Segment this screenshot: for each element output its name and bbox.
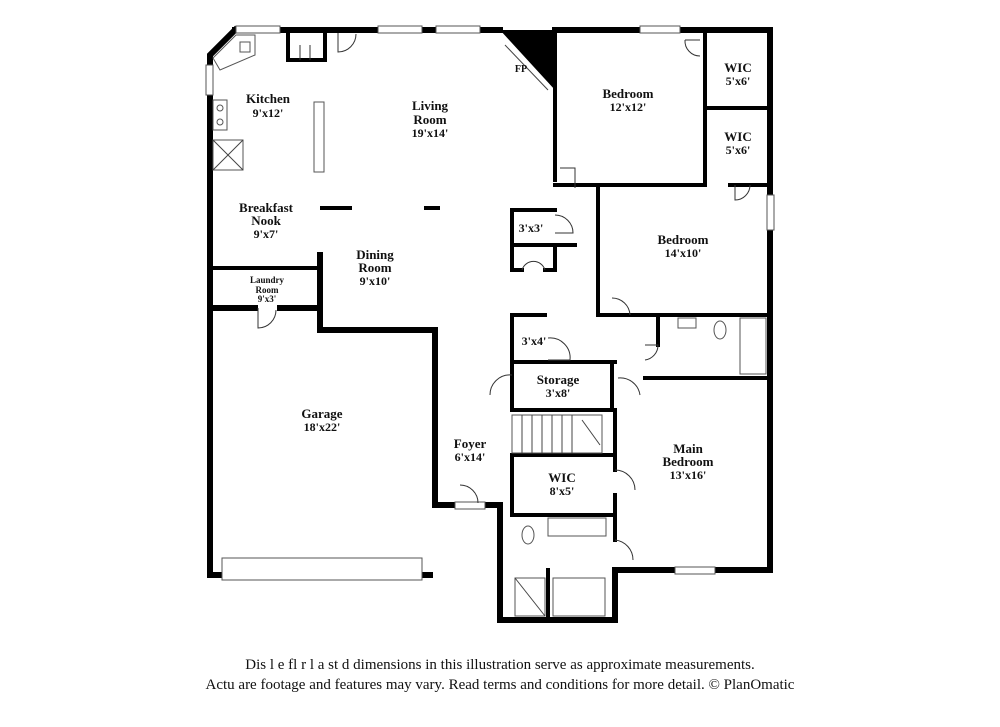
dining-name-1: Dining [356, 247, 394, 262]
foyer-name: Foyer [454, 436, 487, 451]
nook-name-1: Breakfast [239, 200, 294, 215]
closet33-dims: 3'x3' [519, 221, 544, 235]
bath-fixtures [514, 317, 767, 617]
closet34-dims: 3'x4' [522, 334, 547, 348]
room-labels: Kitchen 9'x12' Living Room 19'x14' FP Be… [239, 60, 752, 498]
main-bedroom-dims: 13'x16' [670, 468, 707, 482]
floor-plan: Kitchen 9'x12' Living Room 19'x14' FP Be… [205, 25, 775, 623]
disclaimer-line-2: Actu are footage and features may vary. … [205, 677, 795, 693]
windows [205, 25, 775, 575]
wic1-dims: 5'x6' [726, 74, 751, 88]
wic1-name: WIC [724, 60, 751, 75]
wic2-name: WIC [724, 129, 751, 144]
wic2-dims: 5'x6' [726, 143, 751, 157]
garage-walls [207, 266, 423, 581]
kitchen-dims: 9'x12' [253, 106, 284, 120]
stairs [511, 414, 603, 454]
laundry-name-1: Laundry [250, 275, 285, 285]
fireplace-wedge [500, 30, 555, 90]
doors [257, 33, 751, 561]
living-name-1: Living [412, 98, 449, 113]
kitchen-fixtures [212, 34, 325, 173]
storage-name: Storage [537, 372, 580, 387]
nook-dims: 9'x7' [254, 227, 279, 241]
bedroom1-name: Bedroom [602, 86, 653, 101]
bedroom2-name: Bedroom [657, 232, 708, 247]
dining-dims: 9'x10' [360, 274, 391, 288]
dining-name-2: Room [358, 260, 391, 275]
living-dims: 19'x14' [412, 126, 449, 140]
disclaimer: Dis l e fl r l a st d dimensions in this… [0, 655, 1000, 695]
kitchen-name: Kitchen [246, 91, 291, 106]
wic3-name: WIC [548, 470, 575, 485]
disclaimer-line-1: Dis l e fl r l a st d dimensions in this… [245, 657, 755, 673]
bedroom2-dims: 14'x10' [665, 246, 702, 260]
fp-label: FP [515, 64, 527, 75]
storage-dims: 3'x8' [546, 386, 571, 400]
bedroom1-dims: 12'x12' [610, 100, 647, 114]
foyer-dims: 6'x14' [455, 450, 486, 464]
main-bedroom-name-1: Main [673, 441, 703, 456]
nook-name-2: Nook [251, 213, 281, 228]
main-bedroom-name-2: Bedroom [662, 454, 713, 469]
laundry-dims: 9'x3' [258, 294, 277, 304]
garage-name: Garage [301, 406, 342, 421]
wic3-dims: 8'x5' [550, 484, 575, 498]
living-name-2: Room [413, 112, 446, 127]
garage-dims: 18'x22' [304, 420, 341, 434]
laundry-name-2: Room [256, 285, 279, 295]
